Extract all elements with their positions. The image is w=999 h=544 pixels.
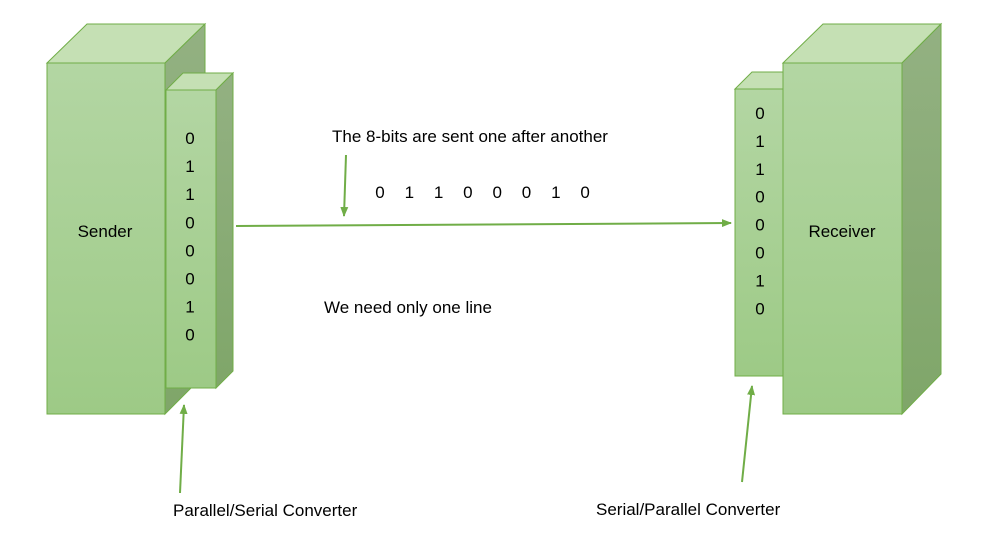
right-converter-label: Serial/Parallel Converter (596, 500, 781, 519)
right-label-arrow (741, 385, 756, 483)
serial-bit: 0 (522, 183, 531, 202)
receiver-label: Receiver (808, 222, 875, 241)
left-converter-label: Parallel/Serial Converter (173, 501, 358, 520)
sender-bit: 1 (185, 157, 194, 176)
sender-label: Sender (78, 222, 133, 241)
line-note: We need only one line (324, 298, 492, 317)
serial-bit: 0 (463, 183, 472, 202)
receiver-bit: 1 (755, 271, 764, 290)
serial-bit: 0 (375, 183, 384, 202)
receiver-bit: 0 (755, 216, 764, 235)
receiver-bit: 0 (755, 299, 764, 318)
receiver-bit: 0 (755, 188, 764, 207)
serial-bit: 0 (492, 183, 501, 202)
sender-bit: 0 (185, 129, 194, 148)
serial-bit: 0 (580, 183, 589, 202)
serial-line-arrow (235, 219, 732, 228)
parallel-serial-converter: 0 1 1 0 0 0 1 0 (164, 71, 235, 390)
sender-bit: 0 (185, 326, 194, 345)
sender-bit: 0 (185, 241, 194, 260)
sender-bit: 0 (185, 270, 194, 289)
line-caption: The 8-bits are sent one after another (332, 127, 608, 146)
serial-bits: 0 1 1 0 0 0 1 0 (375, 183, 590, 202)
serial-bit: 1 (434, 183, 443, 202)
sender-bit: 1 (185, 298, 194, 317)
receiver-box: Receiver (781, 22, 943, 416)
serial-bit: 1 (405, 183, 414, 202)
left-label-arrow (179, 404, 188, 494)
receiver-bit: 1 (755, 132, 764, 151)
sender-bit: 0 (185, 213, 194, 232)
caption-pointer-arrow (340, 154, 349, 217)
receiver-bit: 0 (755, 244, 764, 263)
sender-bit: 1 (185, 185, 194, 204)
receiver-bit: 1 (755, 160, 764, 179)
receiver-bit: 0 (755, 104, 764, 123)
serial-bit: 1 (551, 183, 560, 202)
